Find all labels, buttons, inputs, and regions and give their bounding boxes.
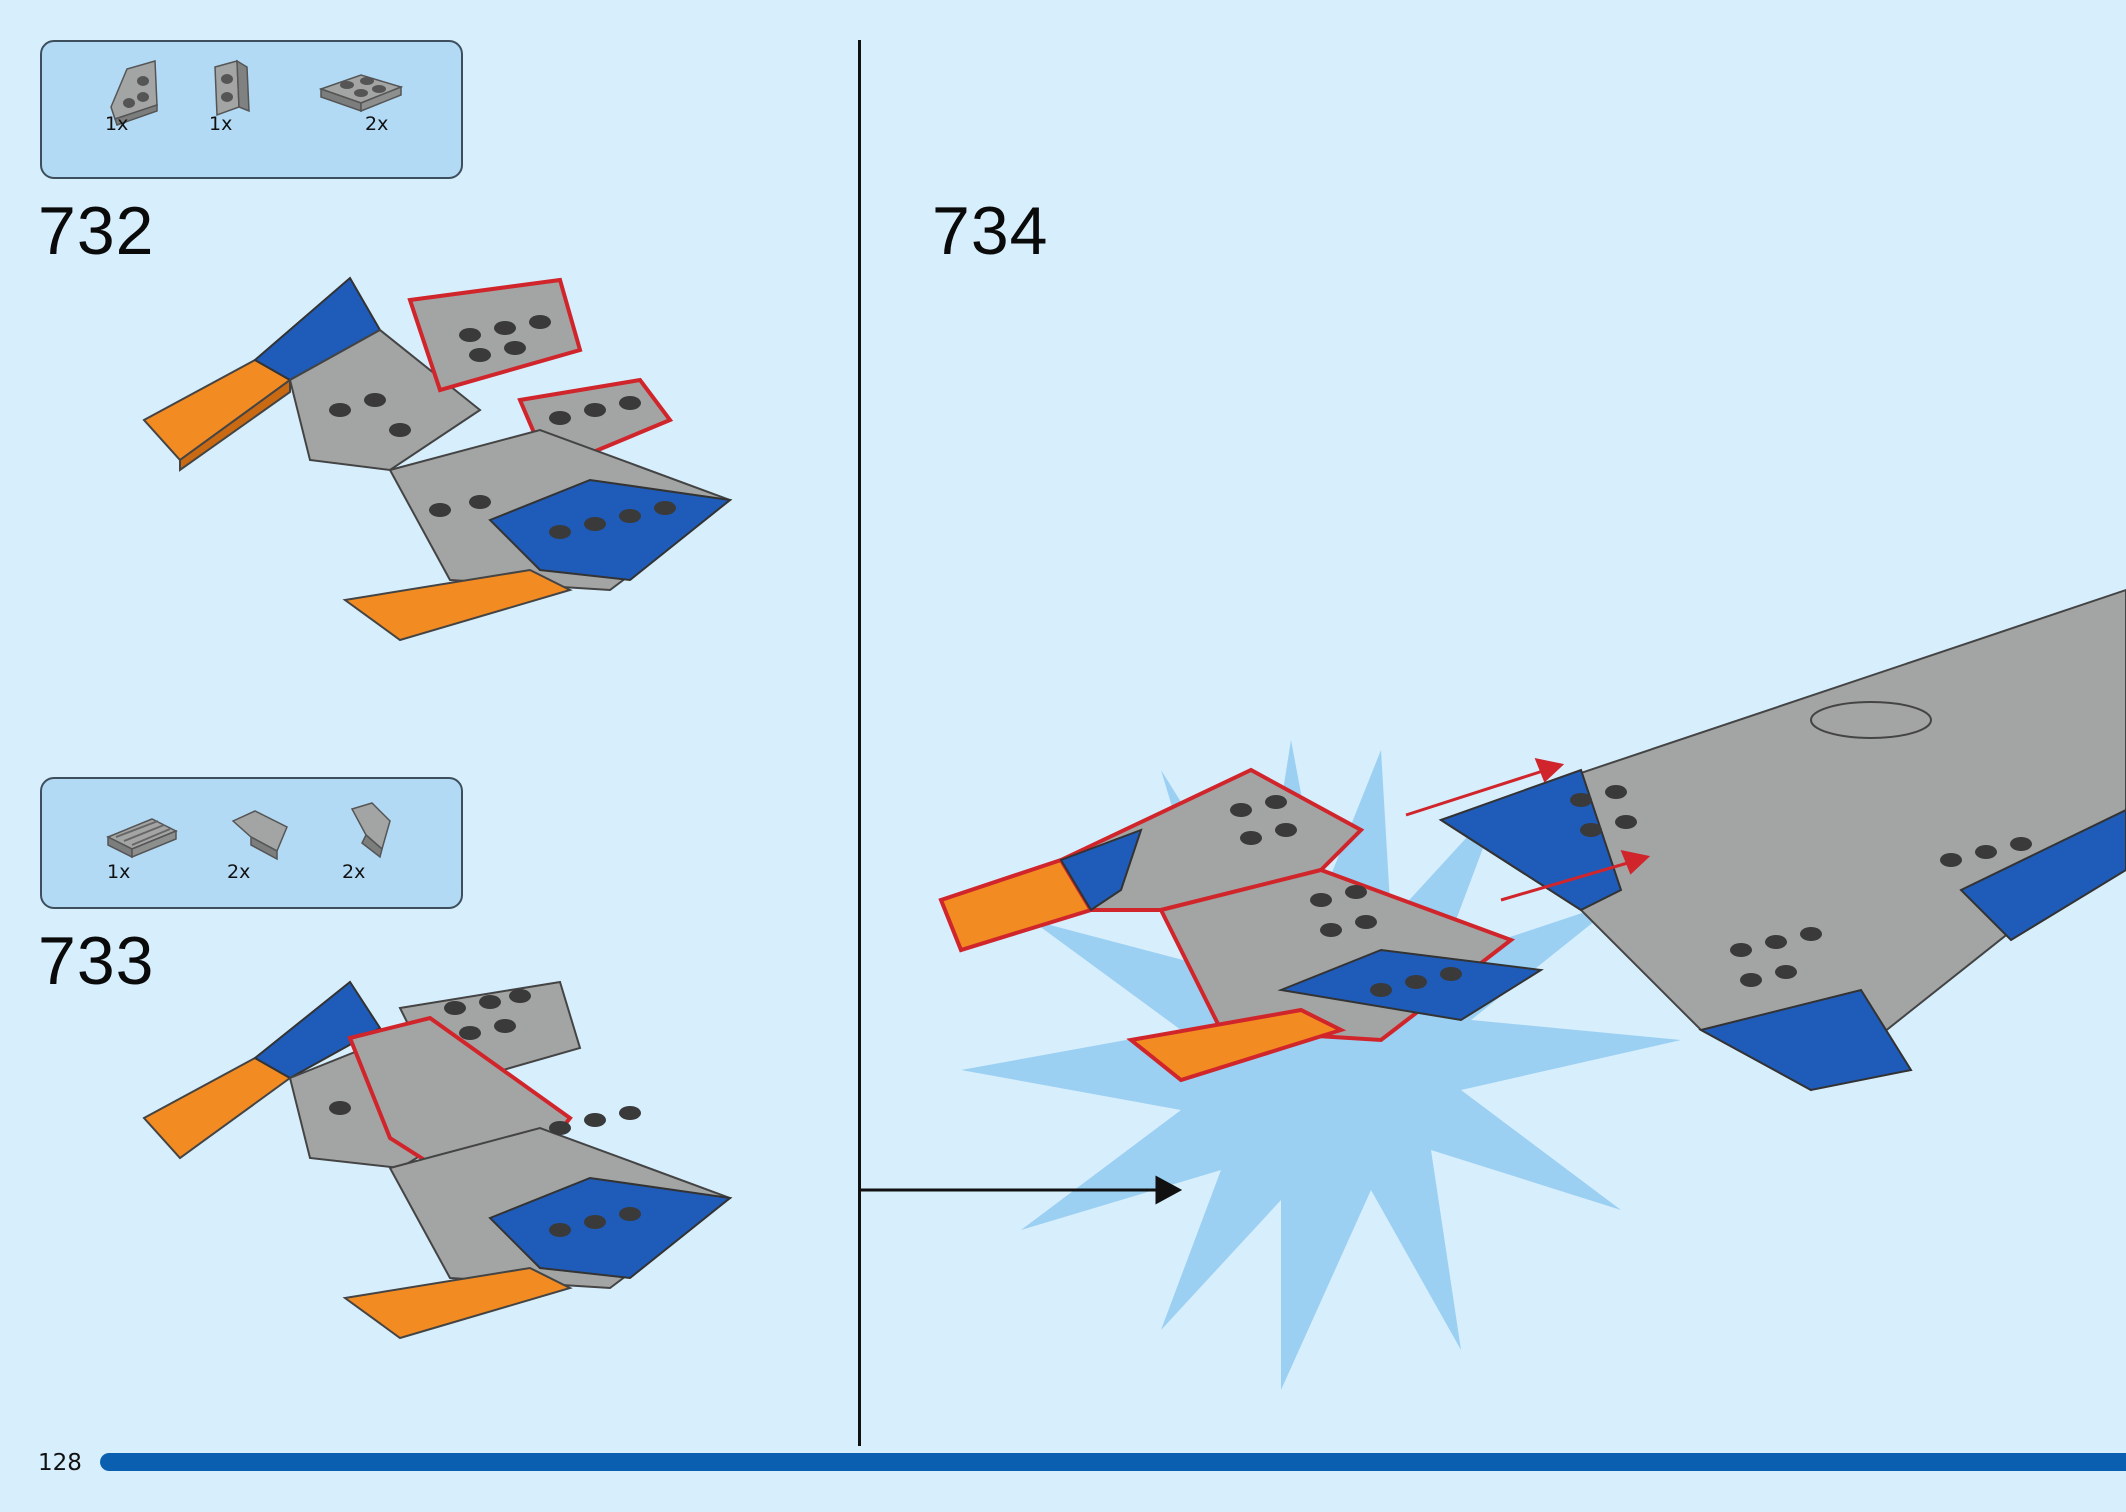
- callout-arrow: [861, 1175, 1183, 1205]
- part-qty: 2x: [365, 113, 389, 135]
- part-qty: 1x: [105, 113, 129, 135]
- part-733-2: 2x: [227, 801, 307, 883]
- parts-callout-733: 1x 2x 2x: [40, 777, 463, 909]
- wedge-slope-icon: [350, 802, 391, 859]
- plate-2x2-icon: [318, 74, 404, 113]
- part-733-3: 2x: [342, 797, 422, 883]
- step-number-734: 734: [932, 193, 1049, 269]
- wedge-plate-left-icon: [110, 60, 158, 126]
- build-illustration-734: [861, 588, 2126, 1390]
- build-illustration-732: [142, 276, 733, 642]
- part-qty: 2x: [342, 861, 366, 883]
- step-number-733: 733: [38, 923, 155, 999]
- progress-bar: [100, 1453, 2126, 1471]
- page-divider: [858, 40, 861, 1446]
- step-number-732: 732: [38, 193, 155, 269]
- highlight-burst: [961, 740, 1681, 1390]
- part-732-3: 2x: [317, 57, 417, 135]
- parts-callout-732: 1x 1x 2x: [40, 40, 463, 179]
- page-number: 128: [38, 1450, 82, 1476]
- part-732-2: 1x: [207, 57, 287, 135]
- part-qty: 1x: [107, 861, 131, 883]
- grille-tile-icon: [106, 818, 178, 859]
- part-qty: 1x: [209, 113, 233, 135]
- progress-bar-fill: [100, 1453, 2126, 1471]
- sub-assembly: [938, 767, 1544, 1083]
- build-illustration-733: [142, 980, 733, 1340]
- part-qty: 2x: [227, 861, 251, 883]
- part-733-1: 1x: [102, 801, 192, 883]
- ship-main-body: [1438, 588, 2126, 1092]
- slope-curved-icon: [231, 810, 288, 861]
- part-732-1: 1x: [97, 57, 177, 135]
- assembly-arrows: [1405, 757, 1651, 902]
- bracket-icon: [214, 59, 250, 117]
